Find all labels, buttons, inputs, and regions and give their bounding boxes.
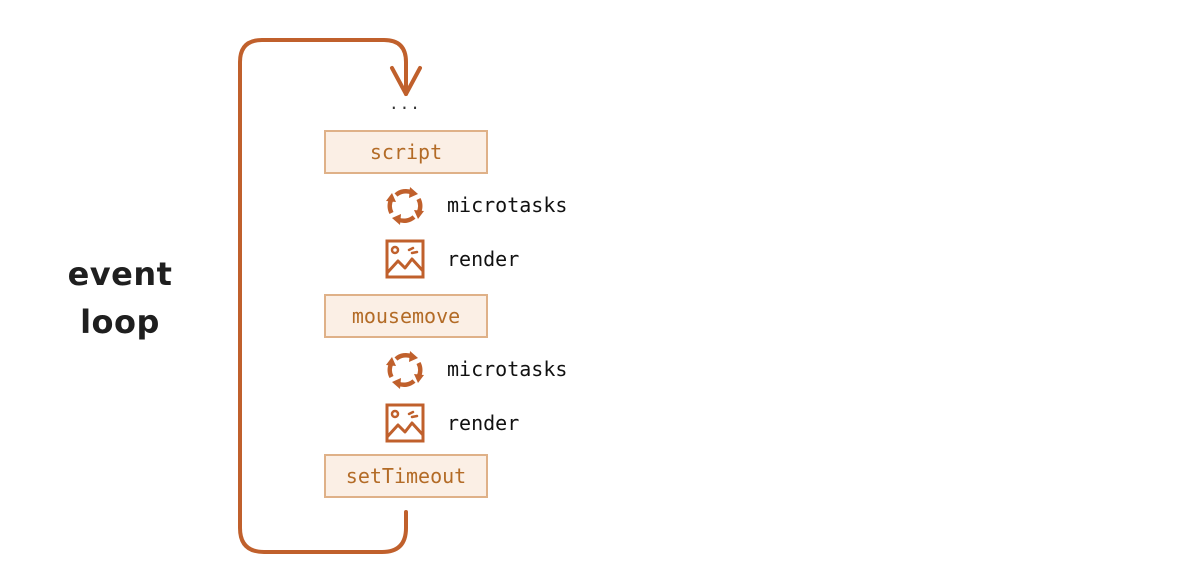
- loop-path: [238, 38, 408, 554]
- refresh-cycle-icon: [386, 351, 424, 389]
- image-icon: [385, 403, 425, 443]
- step-label-render: render: [447, 247, 520, 271]
- task-box-settimeout: setTimeout: [324, 454, 488, 498]
- refresh-cycle-icon: [386, 187, 424, 225]
- step-label-microtasks: microtasks: [447, 357, 568, 381]
- title-line-2: loop: [80, 303, 160, 341]
- image-icon: [385, 239, 425, 279]
- step-label-render: render: [447, 411, 520, 435]
- task-box-mousemove: mousemove: [324, 294, 488, 338]
- loop-arrowhead: [390, 66, 422, 96]
- task-box-script: script: [324, 130, 488, 174]
- ellipsis: ...: [389, 94, 421, 113]
- step-label-microtasks: microtasks: [447, 193, 568, 217]
- diagram-title: event loop: [40, 250, 200, 346]
- title-line-1: event: [67, 255, 173, 293]
